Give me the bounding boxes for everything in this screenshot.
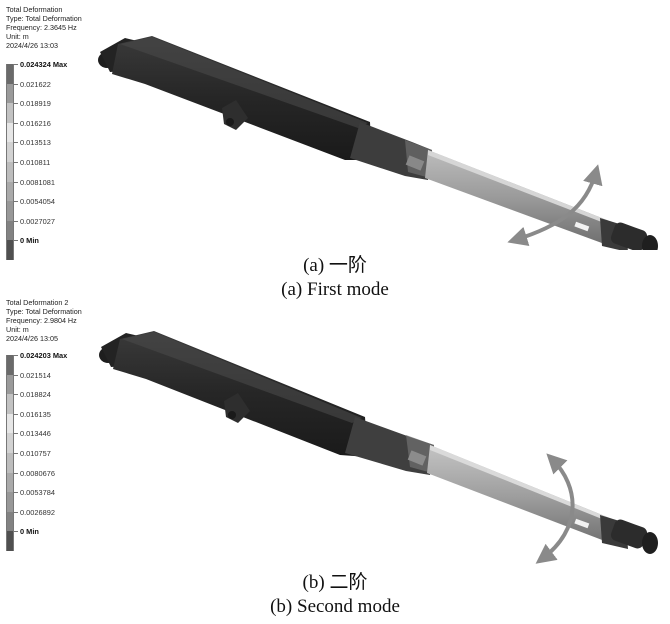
legend-label: 0.0027027 [20, 216, 55, 226]
legend-label: 0.010811 [20, 157, 51, 167]
legend-label: 0.0026892 [20, 507, 55, 517]
legend-label: 0.0080676 [20, 468, 55, 478]
result-frequency: Frequency: 2.3645 Hz [6, 23, 77, 32]
result-info-block: Total Deformation Type: Total Deformatio… [6, 5, 82, 50]
result-frequency: Frequency: 2.9804 Hz [6, 316, 77, 325]
caption-english: (b) Second mode [270, 596, 400, 617]
mode-shape-arrow [535, 453, 575, 564]
boom-end-head [574, 515, 658, 554]
boom-end-head [574, 218, 658, 250]
legend-swatch [6, 103, 14, 123]
legend-swatch [6, 511, 14, 532]
caption-english: (a) First mode [281, 279, 389, 300]
legend-label: 0.018824 [20, 390, 51, 400]
result-unit: Unit: m [6, 325, 29, 334]
boom-model-view [99, 331, 658, 564]
legend-swatch [6, 181, 14, 202]
legend-label: 0.018919 [20, 99, 51, 109]
result-type: Type: Total Deformation [6, 14, 82, 23]
legend-swatch [6, 413, 14, 434]
caption-chinese: (b) 二阶 [302, 572, 368, 593]
legend-swatch [6, 240, 14, 260]
result-title: Total Deformation [6, 5, 63, 14]
legend-label: 0.016135 [20, 409, 51, 419]
result-info-block: Total Deformation 2 Type: Total Deformat… [6, 298, 82, 343]
legend-swatch [6, 374, 14, 395]
boom-main-section [113, 331, 368, 457]
mode-panel-a: Total Deformation Type: Total Deformatio… [6, 5, 658, 300]
boom-model-view [98, 36, 658, 250]
legend-label: 0.013446 [20, 429, 51, 439]
result-unit: Unit: m [6, 32, 29, 41]
legend-swatch [6, 220, 14, 241]
legend-label: 0 Min [20, 527, 39, 537]
legend-swatch [6, 64, 14, 84]
legend-label: 0.024324 Max [20, 60, 68, 69]
legend-swatch [6, 531, 14, 551]
result-type: Type: Total Deformation [6, 307, 82, 316]
result-title: Total Deformation 2 [6, 298, 69, 307]
legend-swatch [6, 472, 14, 493]
boom-main-section [112, 36, 372, 160]
legend-label: 0 Min [20, 236, 39, 246]
legend-label: 0.0081081 [20, 177, 55, 187]
legend-label: 0.013513 [20, 138, 51, 148]
mode-shape-arrow [507, 164, 603, 246]
mode-panel-b: Total Deformation 2 Type: Total Deformat… [0, 297, 670, 624]
legend-swatch [6, 83, 14, 104]
legend-label: 0.021514 [20, 370, 51, 380]
legend-swatch [6, 452, 14, 473]
legend-swatch [6, 122, 14, 143]
legend-label: 0.0054054 [20, 197, 55, 207]
result-timestamp: 2024/4/26 13:03 [6, 41, 58, 50]
legend-swatch [6, 492, 14, 512]
legend-label: 0.010757 [20, 448, 51, 458]
legend-label: 0.0053784 [20, 488, 55, 498]
result-timestamp: 2024/4/26 13:05 [6, 334, 58, 343]
legend-swatch [6, 142, 14, 162]
legend-label: 0.016216 [20, 118, 51, 128]
legend-label: 0.024203 Max [20, 351, 68, 360]
legend-swatch [6, 161, 14, 182]
caption-chinese: (a) 一阶 [303, 255, 367, 276]
legend-swatch [6, 355, 14, 375]
legend-swatch [6, 394, 14, 414]
legend-swatch [6, 201, 14, 221]
legend-swatch [6, 433, 14, 453]
legend-label: 0.021622 [20, 79, 51, 89]
